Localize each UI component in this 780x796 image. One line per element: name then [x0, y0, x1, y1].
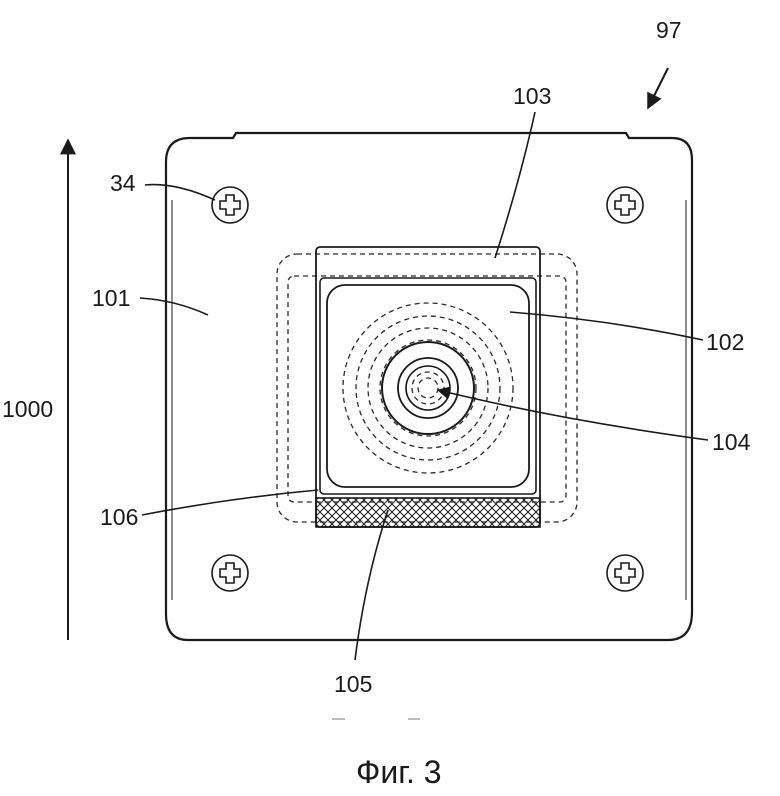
assembly-arrow [648, 68, 668, 108]
label-strip: 105 [334, 671, 372, 697]
label-assembly: 97 [656, 17, 682, 43]
figure-caption: Фиг. 3 [356, 754, 442, 790]
label-screw: 34 [110, 170, 136, 196]
leader-screw [145, 185, 215, 200]
screw-bottom-left [212, 555, 248, 591]
frame-inner [320, 278, 536, 494]
frame [316, 247, 540, 527]
screw-bottom-right [607, 555, 643, 591]
label-window: 102 [706, 329, 744, 355]
label-direction: 1000 [2, 396, 53, 422]
leader-center [438, 390, 708, 440]
hatched-strip [316, 498, 540, 527]
dashed-bracket-outline [277, 254, 577, 522]
leader-window [510, 312, 703, 340]
label-frame: 103 [513, 83, 551, 109]
concentric-rings [343, 303, 513, 473]
dashed-bracket-inner [288, 276, 566, 502]
leader-strip [355, 510, 388, 660]
window [327, 285, 529, 487]
center-rings [382, 342, 474, 434]
label-edge: 106 [100, 504, 138, 530]
screw-top-right [607, 187, 643, 223]
label-base-plate: 101 [92, 285, 130, 311]
screw-top-left [212, 187, 248, 223]
leader-edge [142, 490, 318, 515]
leader-base-plate [140, 298, 208, 315]
label-center: 104 [712, 429, 751, 455]
